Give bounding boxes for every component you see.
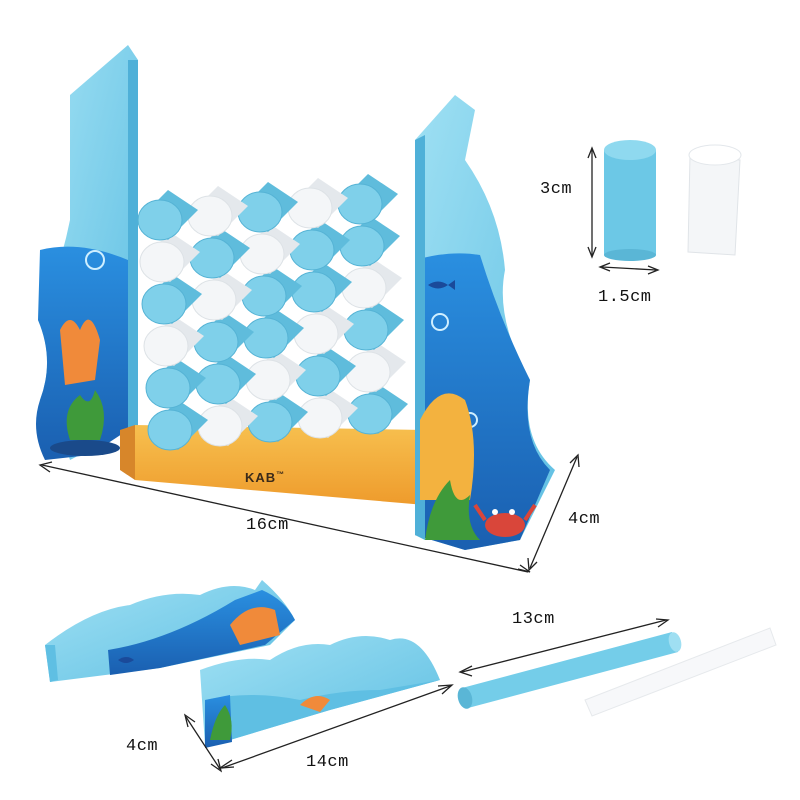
wave-length-label: 14cm: [306, 753, 349, 772]
fish-icon: [118, 657, 134, 663]
fish-icon: [428, 280, 455, 290]
blue-peg: [193, 321, 239, 363]
set-width-line: [38, 461, 531, 573]
wave-height-line: [183, 713, 223, 773]
blue-peg: [145, 367, 191, 409]
peg-diameter-line: [598, 262, 660, 275]
brand-logo: KAB™: [245, 470, 285, 485]
white-peg: [187, 195, 233, 237]
white-peg: [197, 405, 243, 447]
peg-stack: [137, 174, 408, 451]
single-white-peg: [687, 144, 742, 256]
blue-peg: [295, 355, 341, 397]
blue-peg: [241, 275, 287, 317]
long-peg-length-label: 13cm: [512, 610, 555, 629]
single-blue-peg: [604, 140, 656, 261]
coral-icon: [60, 319, 100, 385]
peg-height-line: [587, 146, 597, 259]
blue-peg: [337, 183, 383, 225]
blue-peg: [141, 283, 187, 325]
blue-peg: [237, 191, 283, 233]
set-width-label: 16cm: [246, 516, 289, 535]
right-wave-tower: [415, 95, 555, 551]
wave-base-left: [45, 580, 295, 682]
seaweed-icon: [66, 390, 104, 440]
white-peg: [143, 325, 189, 367]
seaweed-icon: [210, 705, 232, 740]
white-peg: [293, 313, 339, 355]
white-peg: [341, 267, 387, 309]
long-blue-peg: [457, 632, 682, 709]
blue-peg: [339, 225, 385, 267]
white-peg: [245, 359, 291, 401]
white-peg: [239, 233, 285, 275]
blue-peg: [291, 271, 337, 313]
long-peg-length-line: [458, 618, 670, 677]
coral-icon: [300, 696, 330, 712]
blue-peg: [247, 401, 293, 443]
wave-height-label: 4cm: [126, 737, 159, 756]
blue-peg: [195, 363, 241, 405]
white-peg: [191, 279, 237, 321]
bubble-icon: [431, 313, 449, 331]
wave-base-right: [200, 636, 440, 748]
blue-peg: [147, 409, 193, 451]
white-peg: [139, 241, 185, 283]
blue-peg: [137, 199, 183, 241]
set-depth-label: 4cm: [568, 510, 601, 529]
left-wave-tower: [36, 45, 138, 460]
center-base: [120, 425, 425, 505]
crab-icon: [473, 503, 537, 537]
bubble-icon: [85, 250, 105, 270]
rock-icon: [420, 393, 474, 500]
wave-length-line: [217, 684, 454, 769]
white-peg: [287, 187, 333, 229]
blue-peg: [189, 237, 235, 279]
blue-peg: [243, 317, 289, 359]
peg-diameter-label: 1.5cm: [598, 288, 652, 307]
long-white-peg: [584, 627, 777, 717]
set-depth-line: [527, 453, 580, 572]
peg-height-label: 3cm: [540, 180, 573, 199]
coral-icon: [230, 607, 280, 645]
blue-peg: [343, 309, 389, 351]
white-peg: [297, 397, 343, 439]
seaweed-icon: [425, 480, 480, 540]
white-peg: [345, 351, 391, 393]
blue-peg: [289, 229, 335, 271]
blue-peg: [347, 393, 393, 435]
